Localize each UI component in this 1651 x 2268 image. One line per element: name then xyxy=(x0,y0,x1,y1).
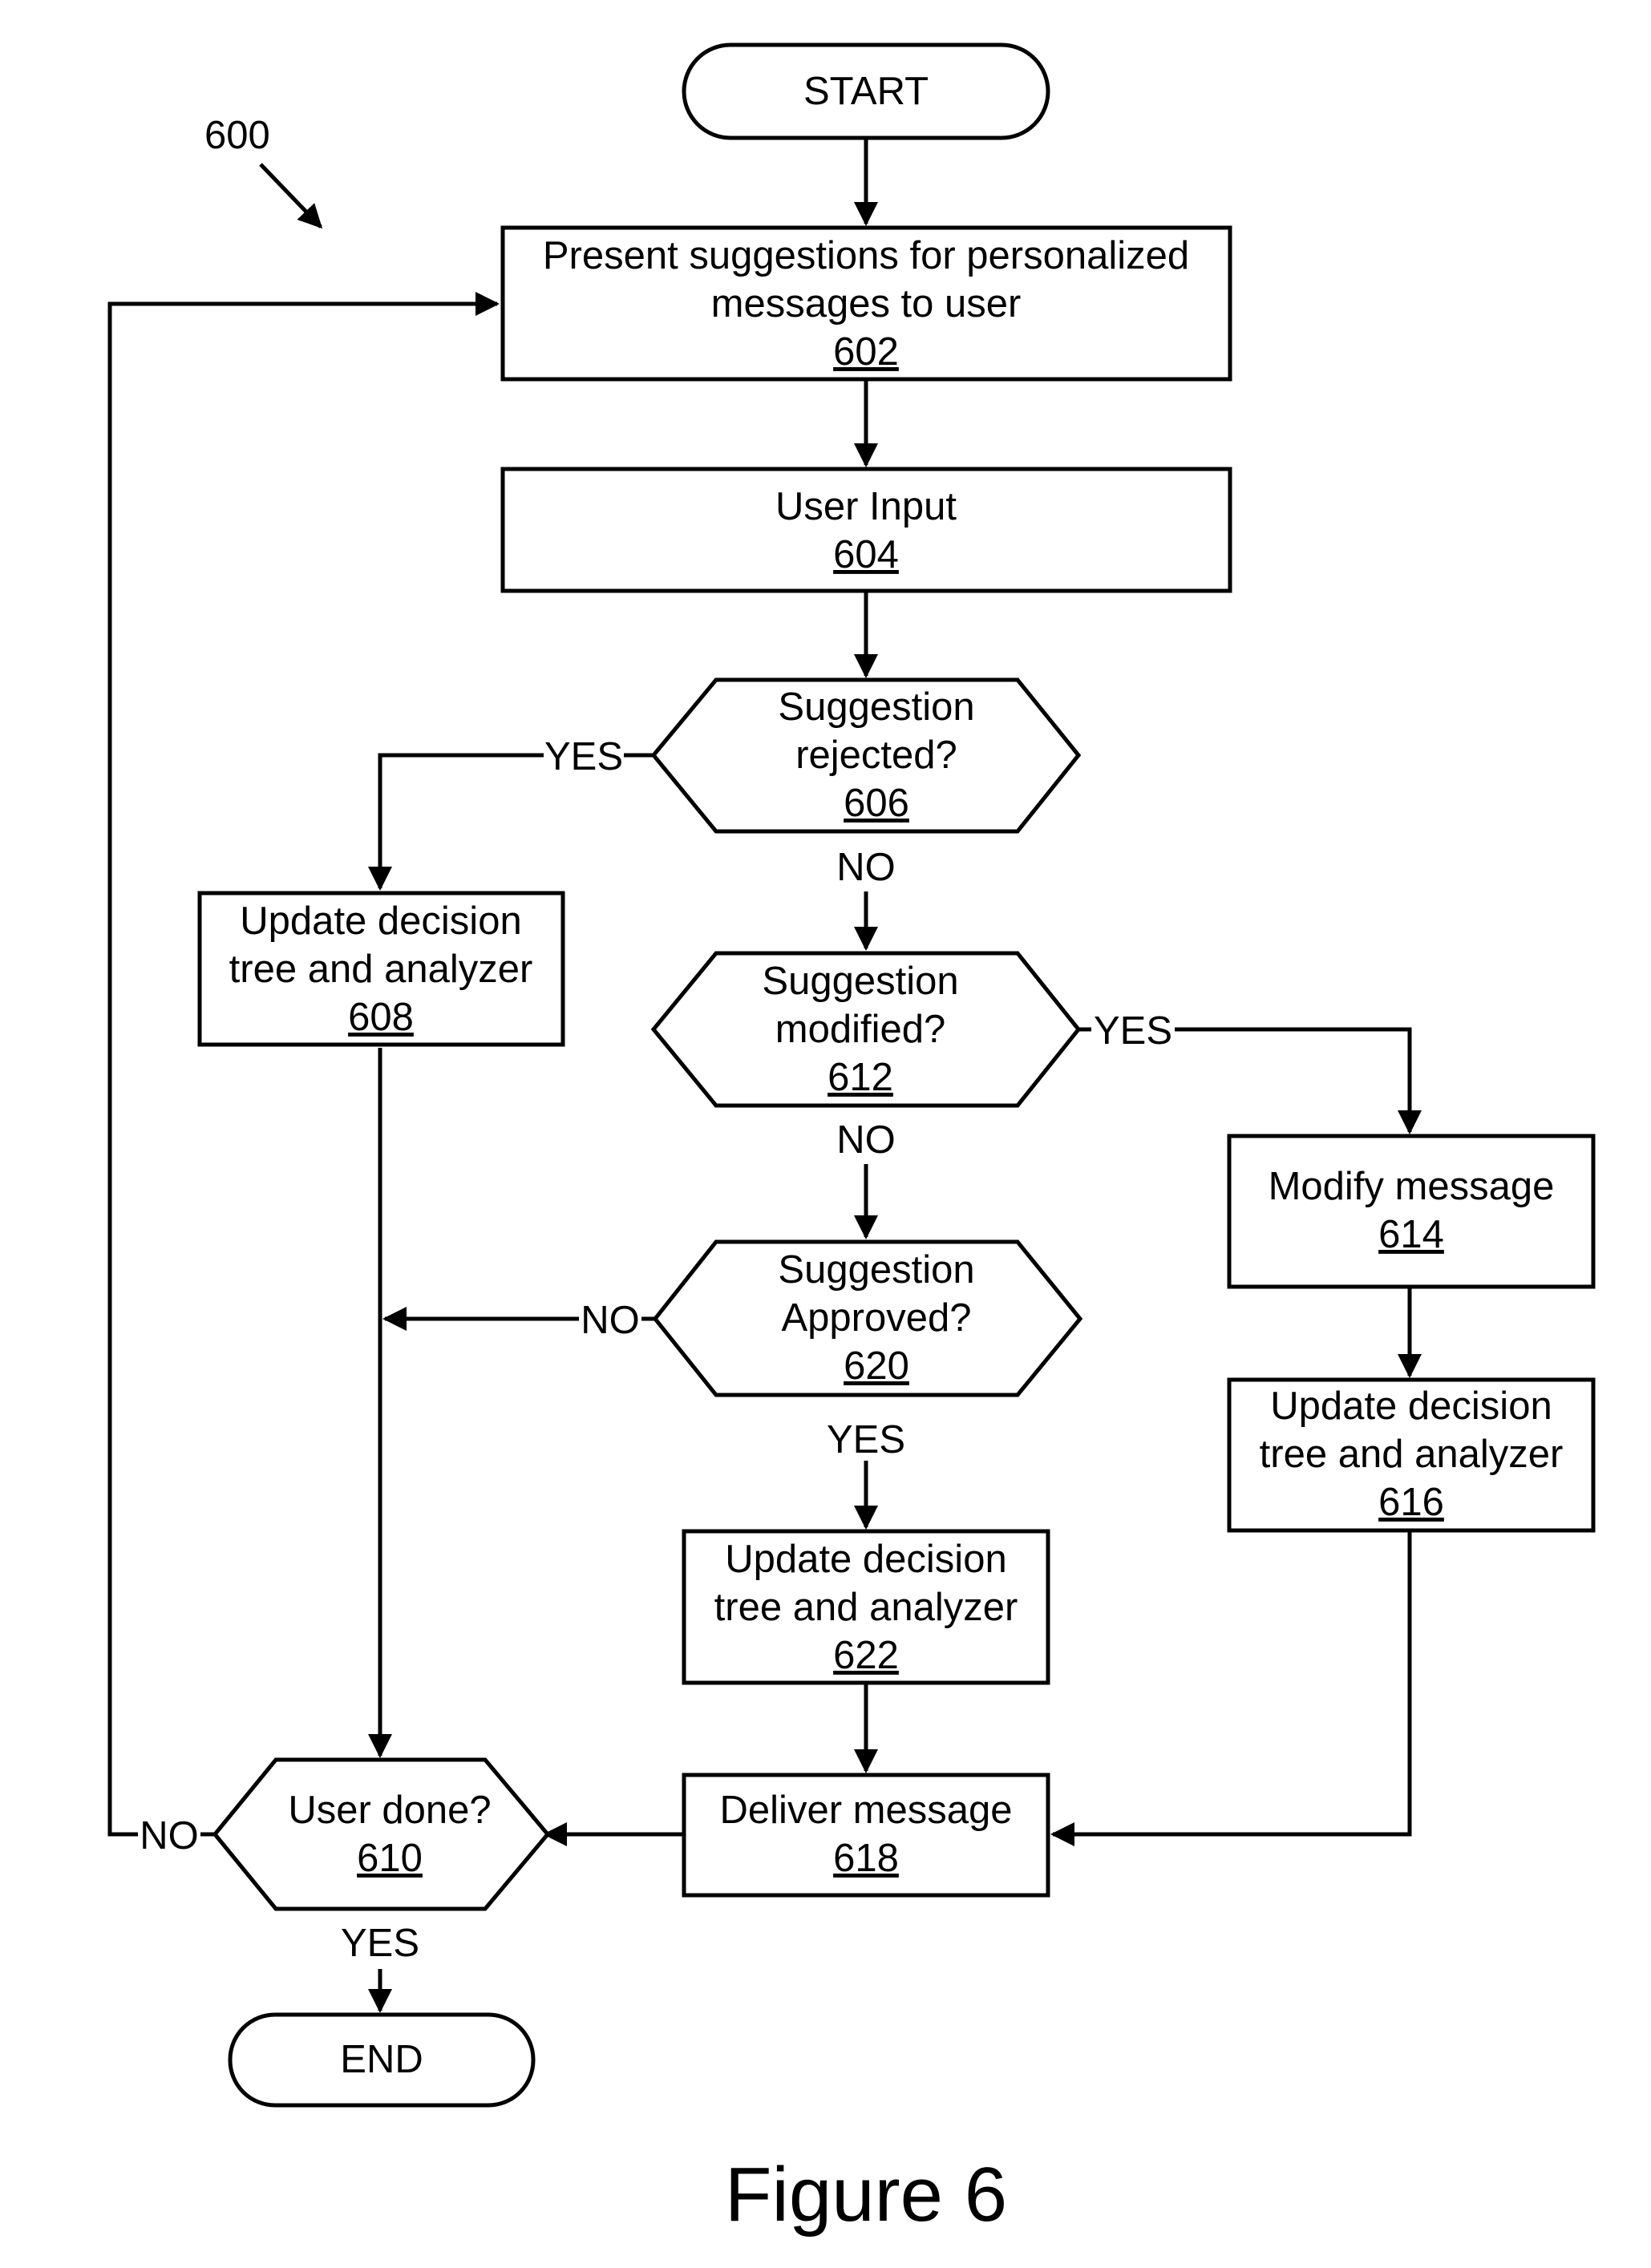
node-612-line-1: Suggestion xyxy=(762,960,958,1003)
node-606-line-2: rejected? xyxy=(795,734,957,777)
node-616-ref: 616 xyxy=(1378,1481,1444,1524)
edge-610-to-602-loop xyxy=(107,292,500,1837)
node-608-line-1: Update decision xyxy=(240,900,521,943)
node-612-suggestion-modified: Suggestion modified? 612 xyxy=(650,951,1082,1108)
node-622-line-2: tree and analyzer xyxy=(714,1586,1018,1629)
edges xyxy=(107,138,1422,2013)
node-614-line-1: Modify message xyxy=(1269,1165,1555,1208)
node-616-line-1: Update decision xyxy=(1270,1385,1552,1428)
node-608-line-2: tree and analyzer xyxy=(229,948,533,991)
node-start: START xyxy=(682,42,1050,140)
node-610-user-done: User done? 610 xyxy=(212,1757,551,1911)
node-602-ref: 602 xyxy=(833,330,899,374)
edge-labels: YES NO YES NO NO YES NO YES xyxy=(140,735,1172,1965)
edge-label-612-no: NO xyxy=(836,1118,896,1162)
node-614-modify-message: Modify message 614 xyxy=(1227,1134,1596,1289)
node-604-line-1: User Input xyxy=(775,485,957,528)
node-608-ref: 608 xyxy=(348,996,414,1039)
node-602-line-2: messages to user xyxy=(711,282,1022,325)
node-606-ref: 606 xyxy=(844,782,909,825)
node-604-user-input: User Input 604 xyxy=(500,467,1232,593)
node-606-suggestion-rejected: Suggestion rejected? 606 xyxy=(650,677,1082,834)
node-620-line-1: Suggestion xyxy=(778,1248,974,1292)
edge-label-612-yes: YES xyxy=(1094,1009,1172,1053)
node-610-ref: 610 xyxy=(357,1837,423,1880)
edge-label-620-no: NO xyxy=(581,1299,640,1342)
node-602-present-suggestions: Present suggestions for personalized mes… xyxy=(500,225,1232,382)
node-604-ref: 604 xyxy=(833,533,899,576)
node-622-update-decision-tree: Update decision tree and analyzer 622 xyxy=(682,1529,1050,1685)
figure-caption: Figure 6 xyxy=(725,2152,1007,2238)
node-620-line-2: Approved? xyxy=(781,1296,971,1340)
figure-reference-arrow xyxy=(259,163,323,229)
node-614-ref: 614 xyxy=(1378,1213,1444,1256)
edge-label-606-no: NO xyxy=(836,846,896,889)
node-616-line-2: tree and analyzer xyxy=(1260,1433,1564,1476)
edge-label-610-yes: YES xyxy=(341,1922,419,1965)
node-end: END xyxy=(228,2012,536,2108)
node-620-suggestion-approved: Suggestion Approved? 620 xyxy=(652,1239,1083,1397)
edge-label-610-no: NO xyxy=(140,1814,199,1858)
node-end-label: END xyxy=(340,2038,423,2081)
node-616-update-decision-tree: Update decision tree and analyzer 616 xyxy=(1227,1377,1596,1533)
node-622-ref: 622 xyxy=(833,1634,899,1677)
figure-reference-label: 600 xyxy=(204,114,270,157)
node-620-ref: 620 xyxy=(844,1344,909,1388)
node-610-line-1: User done? xyxy=(288,1789,491,1832)
edge-612-to-614 xyxy=(1175,1027,1422,1134)
edge-label-620-yes: YES xyxy=(827,1418,905,1461)
node-606-line-1: Suggestion xyxy=(778,685,974,729)
node-612-line-2: modified? xyxy=(775,1008,945,1051)
edge-616-to-618 xyxy=(1050,1530,1412,1846)
node-618-deliver-message: Deliver message 618 xyxy=(682,1773,1050,1898)
node-618-line-1: Deliver message xyxy=(720,1789,1013,1832)
node-612-ref: 612 xyxy=(828,1056,893,1099)
node-start-label: START xyxy=(803,70,929,113)
node-618-ref: 618 xyxy=(833,1837,899,1880)
node-622-line-1: Update decision xyxy=(725,1538,1006,1581)
edge-606-to-608 xyxy=(368,753,544,891)
node-608-update-decision-tree: Update decision tree and analyzer 608 xyxy=(197,891,565,1047)
node-602-line-1: Present suggestions for personalized xyxy=(543,234,1189,277)
edge-label-606-yes: YES xyxy=(544,735,623,778)
